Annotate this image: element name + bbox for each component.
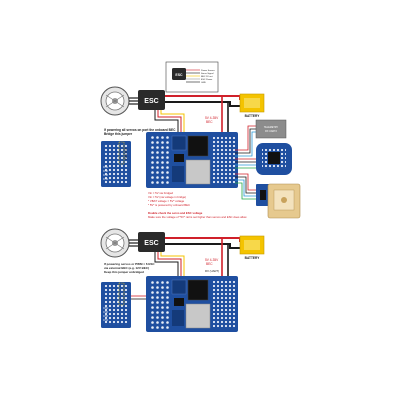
jumper-highlight-top xyxy=(118,141,125,165)
voltage-label-top: 5V 4-35V xyxy=(205,116,219,120)
battery-bottom: BATTERY xyxy=(239,235,265,260)
bottom-note-sub2: Keep this jumper unbridged xyxy=(104,270,144,274)
legend-esc-label: ESC xyxy=(175,73,183,77)
servo-rail-board-bottom: CH1 CH2 CH3 CH4 xyxy=(101,282,131,328)
servo-rail-board-top: PWM OUT CH1 CH2 CH3 CH4 xyxy=(101,141,131,187)
bottom-note-sub: via external BEC (e.g. 12V BEC) xyxy=(104,266,149,270)
voltage-sub-top: BEC xyxy=(206,120,213,124)
esc-bottom: ESC xyxy=(138,232,165,252)
pin-label-top-4: CH4 xyxy=(103,178,108,181)
vbat-note-4: * 5V* is powered by onboard BEC xyxy=(148,203,190,207)
esc-top-label: ESC xyxy=(144,98,158,105)
top-note-title: If powering all servos on port the onboa… xyxy=(104,128,176,132)
pin-label-bottom-3: CH3 xyxy=(103,315,108,318)
jumper-highlight-bottom xyxy=(118,282,125,306)
flight-controller-bottom xyxy=(146,276,238,332)
gps-module xyxy=(256,183,301,219)
voltage-label-bottom: 5V 4-35V xyxy=(205,258,219,262)
legend-box: ESC Power Source Servo Signal BEC 5V out… xyxy=(165,61,219,93)
esc-bottom-label: ESC xyxy=(144,240,158,247)
voltage-sub-bottom: BEC xyxy=(206,262,213,266)
pin-label-top-2: CH2 xyxy=(103,170,108,173)
legend-esc-icon xyxy=(172,68,186,80)
battery-bottom-label: BATTERY xyxy=(245,256,261,260)
battery-top-label: BATTERY xyxy=(245,114,261,118)
bottom-note-title: If powering servos or PWM > 6 ESC xyxy=(104,262,155,266)
pin-label-top-3: CH3 xyxy=(103,174,108,177)
receiver-board xyxy=(256,143,292,175)
esc-top: ESC xyxy=(138,90,165,110)
pin-label-bottom-2: CH2 xyxy=(103,311,108,314)
top-note-sub: Bridge this jumper xyxy=(104,132,133,136)
legend-item-3: BEC 5V out xyxy=(201,75,213,78)
motor-bottom xyxy=(100,228,130,258)
vbat-note-2: Vin = 5V (via voltage in bridge) xyxy=(148,195,186,199)
legend-item-1: Power Source xyxy=(201,69,216,72)
mcu-chip-bottom xyxy=(187,279,209,301)
rx-label-top: RX UART2 xyxy=(265,130,277,133)
telemetry-module: TELEMETRY RX UART2 xyxy=(255,119,287,139)
pin-label-bottom-1: CH1 xyxy=(103,307,108,310)
motor-top xyxy=(100,86,130,116)
warning-2: Make sure the voltage of *5V* rail is se… xyxy=(148,215,248,219)
pin-label-top-1: CH1 xyxy=(103,166,108,169)
legend-item-5: GND xyxy=(201,82,206,84)
mcu-chip-top xyxy=(187,135,209,157)
telemetry-label: TELEMETRY xyxy=(264,126,279,129)
battery-top: BATTERY xyxy=(239,93,265,118)
flight-controller-top xyxy=(146,132,238,188)
legend-item-4: ESC Power xyxy=(201,78,213,81)
sd-card-slot-top xyxy=(185,159,211,185)
pin-label-bottom-4: CH4 xyxy=(103,319,108,322)
rx-label-bottom: RX (UART) xyxy=(205,269,219,273)
vbat-note-1: Vin = 5V via bridged xyxy=(148,191,174,195)
legend-item-2: Servo Signal xyxy=(201,72,214,75)
warning-1: Double check the servo and ESC voltage xyxy=(148,211,203,215)
pwm-label-top: PWM OUT xyxy=(124,147,128,160)
sd-card-slot-bottom xyxy=(185,303,211,329)
vbat-note-3: * VBAT voltage = 5V* voltage xyxy=(148,199,185,203)
